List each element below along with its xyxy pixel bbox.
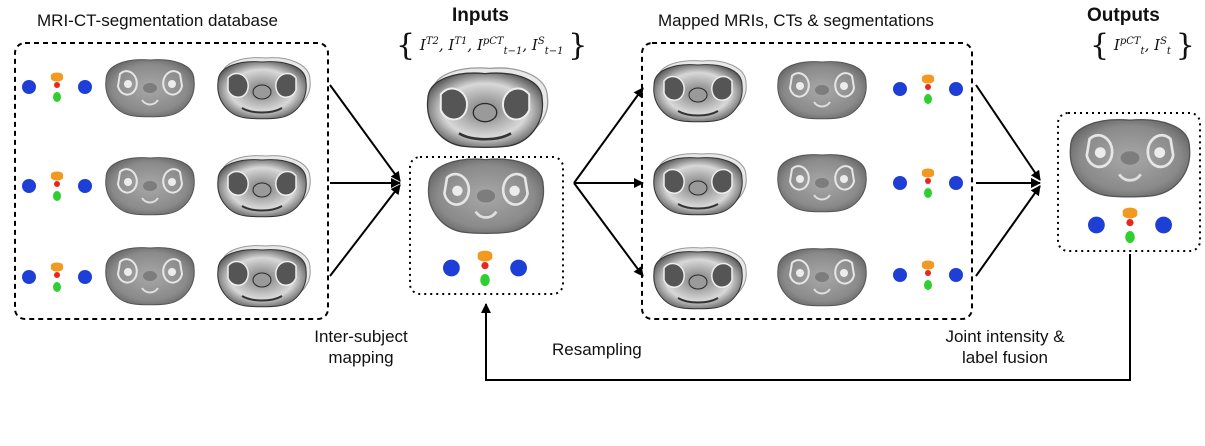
inputs-mri xyxy=(426,66,549,149)
inputs-formula-open: { xyxy=(396,28,416,63)
fusion-label: Joint intensity & label fusion xyxy=(945,327,1065,367)
outputs-title: Outputs xyxy=(1087,5,1160,26)
outputs-pseudo-ct xyxy=(1068,118,1192,199)
feedback-loop-arrow xyxy=(481,254,1131,381)
mapping-label: Inter-subject mapping xyxy=(314,327,408,367)
mapped-mri-3 xyxy=(652,246,748,310)
mapped-mri-1 xyxy=(652,59,748,123)
arrow-db-3-to-inputs xyxy=(329,184,401,277)
mapped-box xyxy=(641,42,973,320)
arrow-db-1-to-inputs xyxy=(329,84,401,182)
database-mri-3 xyxy=(216,244,312,308)
mapped-segmentation-2 xyxy=(893,168,963,198)
mapped-ct-2 xyxy=(776,153,868,213)
resampling-label: Resampling xyxy=(552,340,642,359)
mapped-ct-1 xyxy=(776,60,868,120)
database-ct-3 xyxy=(104,246,196,306)
arrow-inputs-to-mapped-3 xyxy=(573,182,644,277)
mapped-segmentation-3 xyxy=(893,260,963,290)
inputs-pseudo-ct xyxy=(427,157,545,235)
database-mri-1 xyxy=(216,56,312,120)
inputs-formula: { IT2, IT1, IpCTt−1, ISt−1 } xyxy=(396,28,588,63)
outputs-formula: { IpCTt, ISt } xyxy=(1090,28,1195,63)
database-segmentation-3 xyxy=(22,262,92,292)
inputs-title: Inputs xyxy=(452,5,509,26)
outputs-segmentation xyxy=(1088,207,1172,244)
database-box xyxy=(14,42,329,320)
outputs-box xyxy=(1057,112,1201,252)
arrow-inputs-to-mapped-1 xyxy=(573,87,644,184)
mapped-title: Mapped MRIs, CTs & segmentations xyxy=(658,11,934,30)
mapped-segmentation-1 xyxy=(893,74,963,104)
database-ct-1 xyxy=(104,58,196,118)
arrow-mapped-1-to-outputs xyxy=(975,84,1041,181)
database-ct-2 xyxy=(104,156,196,216)
arrow-mapped-3-to-outputs xyxy=(975,185,1041,277)
database-segmentation-1 xyxy=(22,72,92,102)
inputs-current-estimate-box xyxy=(409,156,564,295)
inputs-segmentation xyxy=(443,250,527,286)
database-segmentation-2 xyxy=(22,171,92,201)
inputs-formula-close: } xyxy=(568,28,588,63)
database-mri-2 xyxy=(216,154,312,218)
mapped-mri-2 xyxy=(652,152,748,216)
database-title: MRI-CT-segmentation database xyxy=(37,11,278,30)
mapped-ct-3 xyxy=(776,247,868,307)
